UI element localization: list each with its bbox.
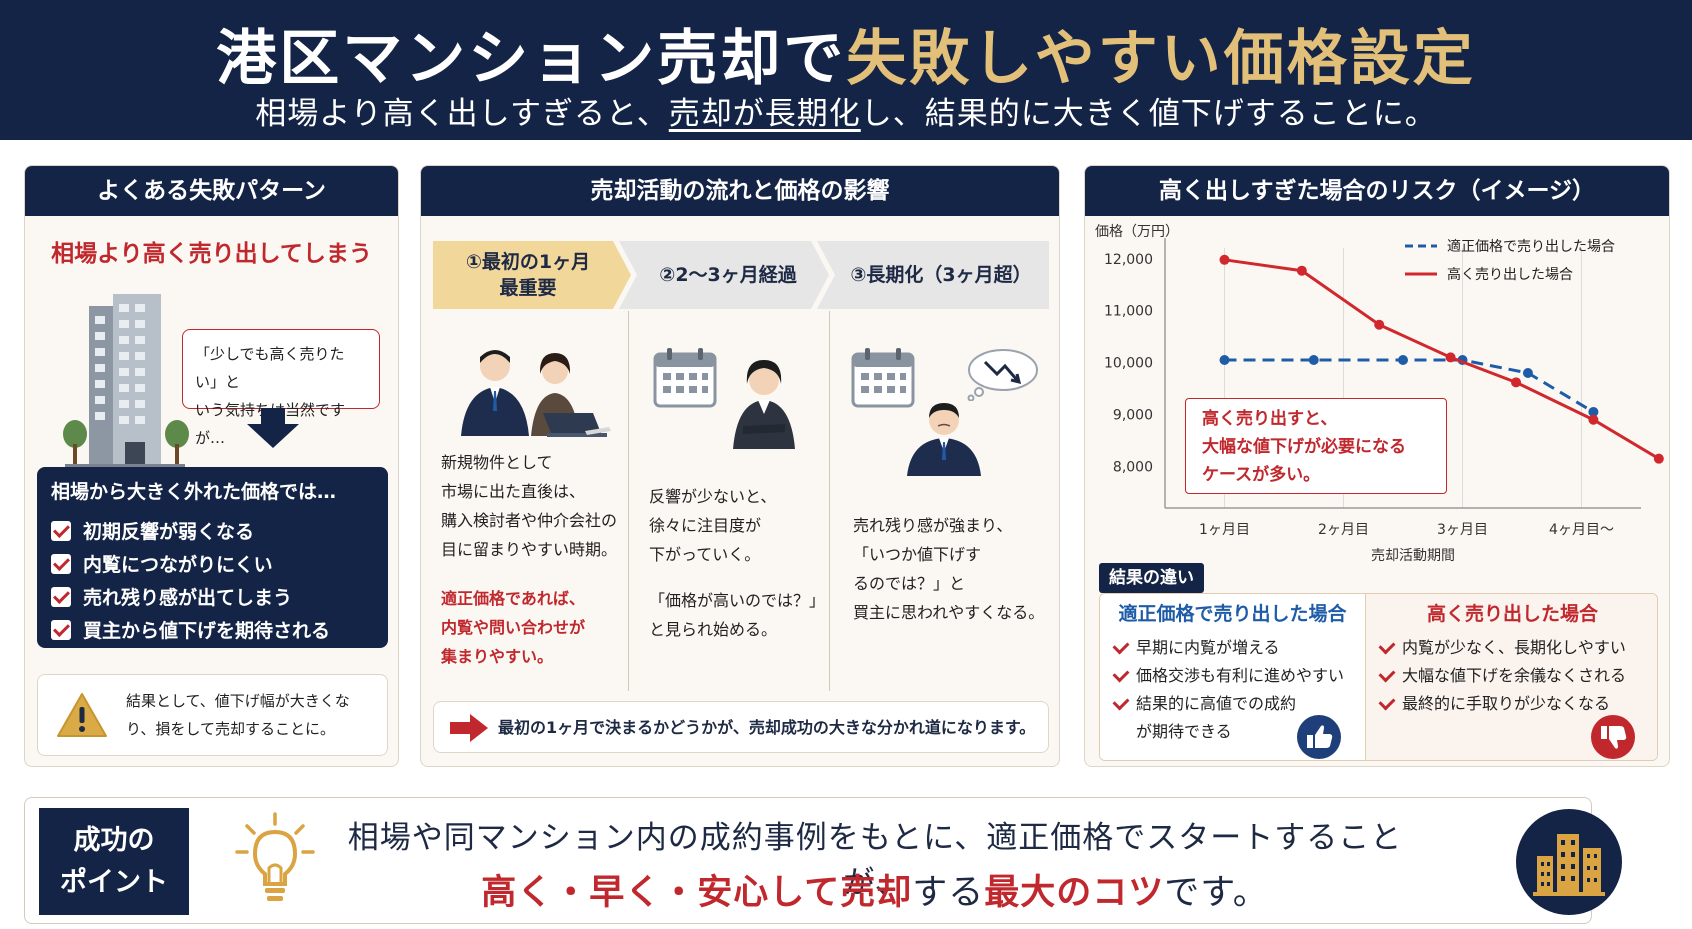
success-point-tag: 成功のポイント (39, 808, 189, 915)
thumbs-down-icon (1591, 715, 1635, 759)
column-divider (829, 311, 830, 691)
lightbulb-icon (235, 812, 315, 901)
thumbs-up-icon (1297, 715, 1341, 759)
key-note: 最初の1ヶ月で決まるかどうかが、売却成功の大きな分かれ道になります。 (433, 701, 1049, 753)
result-tag: 結果の違い (1099, 563, 1204, 593)
data-point (1374, 319, 1385, 330)
good-result: 適正価格で売り出した場合 早期に内覧が増える 価格交渉も有利に進めやすい 結果的… (1100, 594, 1365, 760)
data-point (1522, 368, 1533, 378)
data-point (1296, 265, 1307, 276)
data-point (1511, 377, 1522, 388)
x-tick-label: 4ヶ月目〜 (1549, 522, 1614, 538)
checkbox-icon (51, 520, 71, 541)
panel-title: 高く出しすぎた場合のリスク（イメージ） (1085, 166, 1669, 216)
list-item: 内覧につながりにくい (51, 547, 374, 580)
x-tick-label: 3ヶ月目 (1437, 522, 1488, 538)
city-building-emblem-icon (1516, 809, 1622, 915)
data-point (1219, 254, 1230, 265)
failure-headline: 相場より高く売り出してしまう (51, 241, 372, 267)
list-item: 買主から値下げを期待される (51, 613, 374, 646)
y-tick-label: 8,000 (1113, 459, 1153, 475)
x-tick-label: 1ヶ月目 (1199, 522, 1250, 538)
col1-text: 新規物件として市場に出た直後は、購入検討者や仲介会社の目に留まりやすい時期。 (441, 453, 618, 559)
thought-bubble-icon (967, 349, 1038, 401)
panel-title: 売却活動の流れと価格の影響 (421, 166, 1059, 216)
chart-callout: 高く売り出すと、大幅な値下げが必要になるケースが多い。 (1185, 398, 1447, 494)
price-chart: 12,000 11,000 10,000 9,000 8,000 1ヶ月目 2ヶ月目 3ヶ月目… (1095, 224, 1664, 563)
col2-text-b: 「価格が高いのでは？」と見られ始める。 (649, 591, 826, 639)
building-icon (63, 294, 189, 468)
arrow-down-icon (247, 408, 299, 448)
data-point (1445, 352, 1456, 363)
data-point (1398, 355, 1408, 366)
data-point (1588, 406, 1599, 417)
y-tick-label: 11,000 (1104, 304, 1153, 320)
success-line-1: 相場や同マンション内の成約事例をもとに、適正価格でスタートすることが、 (347, 820, 1403, 901)
warning-icon (57, 693, 107, 737)
failure-pattern-panel: よくある失敗パターン 相場より高く売り出してしまう 「少しでも高く売りたい」と … (24, 165, 399, 767)
panel-title: よくある失敗パターン (25, 166, 398, 216)
list-item: 初期反響が弱くなる (51, 514, 374, 547)
x-axis-label: 売却活動期間 (1371, 548, 1455, 563)
chevron-shapes (433, 241, 1049, 309)
businesswoman-icon (733, 360, 795, 449)
data-point (1219, 355, 1230, 366)
checkbox-icon (51, 586, 71, 607)
result-comparison: 適正価格で売り出した場合 早期に内覧が増える 価格交渉も有利に進めやすい 結果的… (1099, 593, 1658, 761)
worried-businessman-icon (907, 403, 981, 476)
success-line-2: 高く・早く・安心して売却する最大のコツです。 (481, 872, 1269, 913)
list-item: 売れ残り感が出てしまう (51, 580, 374, 613)
sales-flow-panel: 売却活動の流れと価格の影響 ①最初の1ヶ月最重要 ②2〜3ヶ月経過 ③長期化（3… (420, 165, 1060, 767)
col3-text: 売れ残り感が強まり、「いつか値下げするのでは？」と買主に思われやすくなる。 (853, 516, 1045, 622)
business-people-icon (461, 350, 611, 437)
y-tick-label: 9,000 (1113, 408, 1153, 424)
data-point (1588, 414, 1599, 425)
arrow-right-icon (450, 714, 488, 742)
col1-highlight: 適正価格であれば、内覧や問い合わせが集まりやすい。 (441, 589, 586, 666)
consequence-list: 相場から大きく外れた価格では… 初期反響が弱くなる 内覧につながりにくい 売れ残… (37, 467, 388, 648)
warning-note: 結果として、値下げ幅が大きくな り、損をして売却することに。 (37, 674, 388, 756)
checkbox-icon (51, 553, 71, 574)
col2-text: 反響が少ないと、徐々に注目度が下がっていく。 (649, 487, 777, 564)
calendar-icon (851, 348, 915, 408)
calendar-icon (653, 348, 717, 408)
header-banner: 港区マンション売却で失敗しやすい価格設定 相場より高く出しすぎると、売却が長期化… (0, 0, 1692, 140)
list-item: 大幅な値下げを余儀なくされる (1366, 662, 1657, 690)
bad-result: 高く売り出した場合 内覧が少なく、長期化しやすい 大幅な値下げを余儀なくされる … (1365, 594, 1657, 760)
x-tick-label: 2ヶ月目 (1318, 522, 1369, 538)
step-3: ③長期化（3ヶ月超） (850, 264, 1032, 286)
step-chevrons: ①最初の1ヶ月最重要 ②2〜3ヶ月経過 ③長期化（3ヶ月超） (433, 241, 1049, 309)
risk-panel: 高く出しすぎた場合のリスク（イメージ） 12,000 11,000 10,000 9,… (1084, 165, 1670, 767)
legend-label: 適正価格で売り出した場合 (1447, 238, 1615, 255)
list-item: 価格交渉も有利に進めやすい (1100, 662, 1365, 690)
page-subtitle: 相場より高く出しすぎると、売却が長期化し、結果的に大きく値下げすることに。 (255, 96, 1437, 132)
step-2: ②2〜3ヶ月経過 (659, 264, 797, 286)
checkbox-icon (51, 619, 71, 640)
step-1: ①最初の1ヶ月最重要 (465, 251, 591, 299)
success-point-bar: 成功のポイント 相場や同マンション内の成約事例をもとに、適正価格でスタートするこ… (24, 797, 1622, 924)
page-title: 港区マンション売却で失敗しやすい価格設定 (216, 24, 1476, 94)
list-item: 最終的に手取りが少なくなる (1366, 690, 1657, 718)
y-tick-label: 10,000 (1104, 356, 1153, 372)
legend-label: 高く売り出した場合 (1447, 266, 1573, 283)
list-item: 内覧が少なく、長期化しやすい (1366, 634, 1657, 662)
list-item: 早期に内覧が増える (1100, 634, 1365, 662)
y-tick-label: 12,000 (1104, 252, 1153, 268)
data-point (1653, 453, 1664, 464)
data-point (1308, 355, 1319, 366)
y-axis-label: 価格（万円） (1095, 224, 1179, 240)
list-item: 結果的に高値での成約が期待できる (1100, 690, 1310, 746)
speech-bubble: 「少しでも高く売りたい」と いう気持ちは当然ですが… (182, 329, 380, 447)
column-divider (628, 311, 629, 691)
